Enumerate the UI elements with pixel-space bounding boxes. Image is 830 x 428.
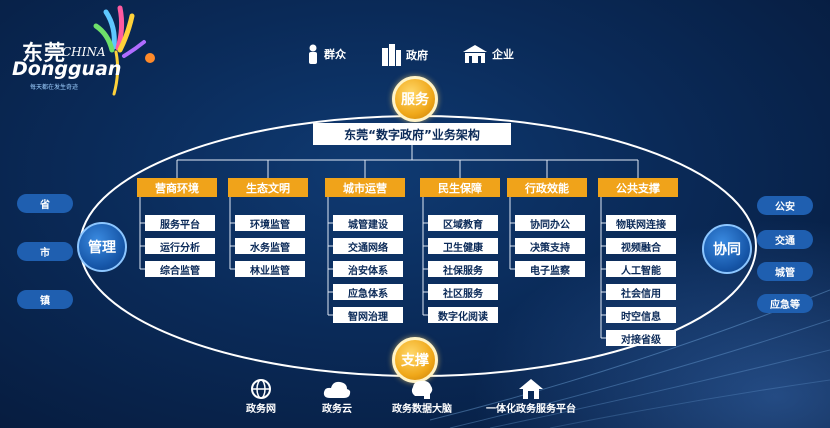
category-item: 社区服务 bbox=[428, 284, 498, 300]
category-item: 社会信用 bbox=[606, 284, 676, 300]
tree-connectors bbox=[139, 145, 639, 339]
category-item: 社保服务 bbox=[428, 261, 498, 277]
top-item-label: 企业 bbox=[492, 48, 514, 61]
category-livelihood: 民生保障 bbox=[420, 178, 500, 197]
house-platform-icon bbox=[519, 379, 543, 399]
cloud-icon bbox=[323, 381, 351, 398]
category-item: 服务平台 bbox=[145, 215, 215, 231]
enterprise-building-icon bbox=[463, 45, 487, 63]
level-province-pill: 省 bbox=[17, 194, 73, 213]
category-item: 治安体系 bbox=[333, 261, 403, 277]
top-item-government: 政府 bbox=[380, 44, 428, 66]
category-city-operation: 城市运营 bbox=[325, 178, 405, 197]
category-item: 智网治理 bbox=[333, 307, 403, 323]
partner-urban-management-pill: 城管 bbox=[757, 262, 813, 281]
bottom-item-label: 政务网 bbox=[246, 404, 276, 415]
category-item: 协同办公 bbox=[515, 215, 585, 231]
service-badge: 服务 bbox=[392, 76, 438, 122]
partner-police-pill: 公安 bbox=[757, 196, 813, 215]
category-item: 应急体系 bbox=[333, 284, 403, 300]
partner-transport-pill: 交通 bbox=[757, 230, 813, 249]
top-item-public: 群众 bbox=[306, 44, 346, 64]
category-item: 物联网连接 bbox=[606, 215, 676, 231]
category-item: 综合监管 bbox=[145, 261, 215, 277]
category-item: 城管建设 bbox=[333, 215, 403, 231]
bottom-item-gov-data-brain: 政务数据大脑 bbox=[392, 378, 452, 415]
category-public-support: 公共支撑 bbox=[598, 178, 678, 197]
category-item: 运行分析 bbox=[145, 238, 215, 254]
level-town-pill: 镇 bbox=[17, 290, 73, 309]
category-item: 卫生健康 bbox=[428, 238, 498, 254]
bottom-item-label: 政务云 bbox=[322, 404, 352, 415]
bottom-item-gov-cloud: 政务云 bbox=[322, 378, 352, 415]
category-item: 决策支持 bbox=[515, 238, 585, 254]
category-item: 视频融合 bbox=[606, 238, 676, 254]
level-city-pill: 市 bbox=[17, 242, 73, 261]
category-item: 环境监管 bbox=[235, 215, 305, 231]
category-item: 林业监管 bbox=[235, 261, 305, 277]
bottom-item-integrated-service-platform: 一体化政务服务平台 bbox=[486, 378, 576, 415]
partner-emergency-pill: 应急等 bbox=[757, 294, 813, 313]
category-administrative-efficiency: 行政效能 bbox=[507, 178, 587, 197]
category-item: 电子监察 bbox=[515, 261, 585, 277]
category-business-environment: 营商环境 bbox=[137, 178, 217, 197]
logo-tagline: 每天都在发生奇迹 bbox=[30, 84, 79, 91]
category-item: 交通网络 bbox=[333, 238, 403, 254]
government-building-icon bbox=[382, 44, 401, 66]
category-item: 水务监管 bbox=[235, 238, 305, 254]
top-item-label: 政府 bbox=[406, 49, 428, 62]
bottom-item-label: 政务数据大脑 bbox=[392, 404, 452, 415]
collaboration-badge: 协同 bbox=[702, 224, 752, 274]
category-item: 数字化阅读 bbox=[428, 307, 498, 323]
category-ecology: 生态文明 bbox=[228, 178, 308, 197]
bottom-item-gov-network: 政务网 bbox=[246, 378, 276, 415]
category-item: 人工智能 bbox=[606, 261, 676, 277]
management-badge: 管理 bbox=[77, 222, 127, 272]
top-item-enterprise: 企业 bbox=[462, 44, 514, 64]
logo-china-text: CHINA bbox=[62, 45, 106, 59]
network-globe-icon bbox=[251, 379, 271, 399]
top-item-label: 群众 bbox=[324, 48, 346, 61]
diagram-title: 东莞“数字政府”业务架构 bbox=[313, 123, 511, 145]
dongguan-logo-flower-icon bbox=[93, 5, 155, 96]
category-item: 对接省级 bbox=[606, 330, 676, 346]
brain-icon bbox=[411, 380, 433, 399]
logo-chinese-text: 东莞 bbox=[22, 40, 66, 65]
support-badge: 支撑 bbox=[392, 337, 438, 383]
category-item: 时空信息 bbox=[606, 307, 676, 323]
bottom-item-label: 一体化政务服务平台 bbox=[486, 404, 576, 415]
person-icon bbox=[309, 44, 317, 64]
category-item: 区域教育 bbox=[428, 215, 498, 231]
logo-english-text: Dongguan bbox=[12, 58, 122, 80]
